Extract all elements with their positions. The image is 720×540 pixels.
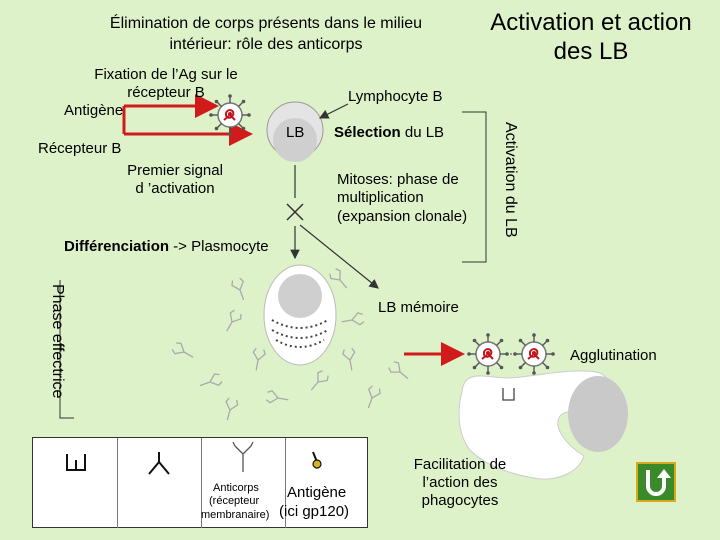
antigene-label: Antigène xyxy=(64,102,124,119)
facilitation-line3: phagocytes xyxy=(421,492,499,509)
phagocyte-receptor-icon xyxy=(502,388,515,401)
legend-antigene-line1: Antigène xyxy=(287,484,347,501)
legend-antigene-line2: (ici gp120) xyxy=(279,503,350,520)
activation-bracket xyxy=(462,111,487,263)
mitoses-line3: (expansion clonale) xyxy=(337,208,468,225)
virus-icon xyxy=(466,332,510,376)
legend-anticorps-line2: (récepteur xyxy=(209,495,260,507)
facilitation-line2: l’action des xyxy=(422,474,498,491)
activation-vertical-label: Activation du LB xyxy=(502,122,519,238)
selection-label: Sélection du LB xyxy=(334,124,445,141)
mitoses-line1: Mitoses: phase de xyxy=(337,171,459,188)
mitosis-cross-icon xyxy=(286,203,304,221)
legend-anticorps-line3: membranaire) xyxy=(201,509,270,521)
phagocyte-nucleus xyxy=(568,376,628,452)
antibody-bent-icon xyxy=(148,452,170,475)
title-right-line1: Activation et action xyxy=(490,9,692,36)
effectrice-bracket xyxy=(59,280,74,419)
premier-signal-line2: d ’activation xyxy=(135,180,215,197)
lb-label: LB xyxy=(286,124,305,141)
virus-icon xyxy=(512,332,556,376)
lymphocyte-b-label: Lymphocyte B xyxy=(348,88,443,105)
premier-signal-line1: Premier signal xyxy=(127,162,223,179)
facilitation-line1: Facilitation de xyxy=(413,456,507,473)
fixation-label-line1: Fixation de l’Ag sur le xyxy=(94,66,238,83)
title-left-line1: Élimination de corps présents dans le mi… xyxy=(109,15,423,32)
recepteur-b-label: Récepteur B xyxy=(38,140,122,157)
return-nav-button[interactable] xyxy=(636,462,676,502)
agglutination-label: Agglutination xyxy=(570,347,657,364)
antibody-open-icon xyxy=(66,454,86,471)
phase-effectrice-vertical-label: Phase effectrice xyxy=(49,284,66,399)
antibody-membrane-icon xyxy=(232,441,254,472)
antigen-gp120-icon xyxy=(312,451,322,469)
title-right-line2: des LB xyxy=(553,38,629,65)
lb-memoire-label: LB mémoire xyxy=(378,299,459,316)
legend-box: Anticorps (récepteur membranaire) Antigè… xyxy=(32,437,368,528)
legend-anticorps-line1: Anticorps xyxy=(213,482,259,494)
memoire-arrow xyxy=(299,224,379,289)
u-turn-arrow-icon xyxy=(646,469,671,496)
lb-cell xyxy=(266,101,324,162)
title-left-line2: intérieur: rôle des anticorps xyxy=(169,36,363,53)
fixation-label-line2: récepteur B xyxy=(127,84,205,101)
lymphocyte-pointer xyxy=(318,103,349,119)
differenciation-label: Différenciation -> Plasmocyte xyxy=(64,238,269,255)
mitoses-line2: multiplication xyxy=(337,189,424,206)
plasmocyte-cell xyxy=(263,264,337,366)
